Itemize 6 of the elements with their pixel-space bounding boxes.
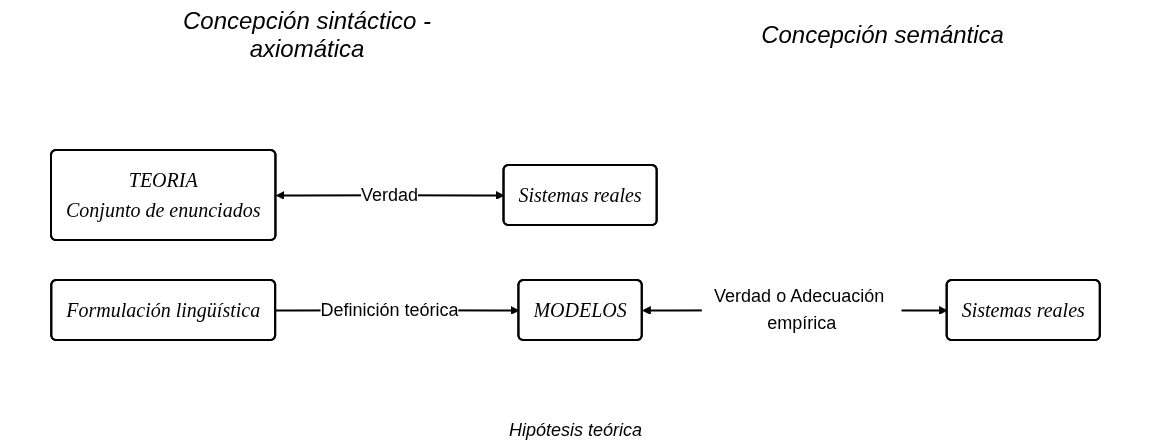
edge-label: Verdad o Adecuación empírica bbox=[714, 286, 885, 333]
note-text: Hipótesis teórica bbox=[508, 420, 643, 441]
edge-label: Definición teórica bbox=[320, 299, 459, 320]
heading: Concepción semántica bbox=[761, 21, 1004, 49]
heading: Concepción sintáctico - axiomática bbox=[182, 7, 433, 63]
edge-label: Verdad bbox=[361, 184, 419, 205]
